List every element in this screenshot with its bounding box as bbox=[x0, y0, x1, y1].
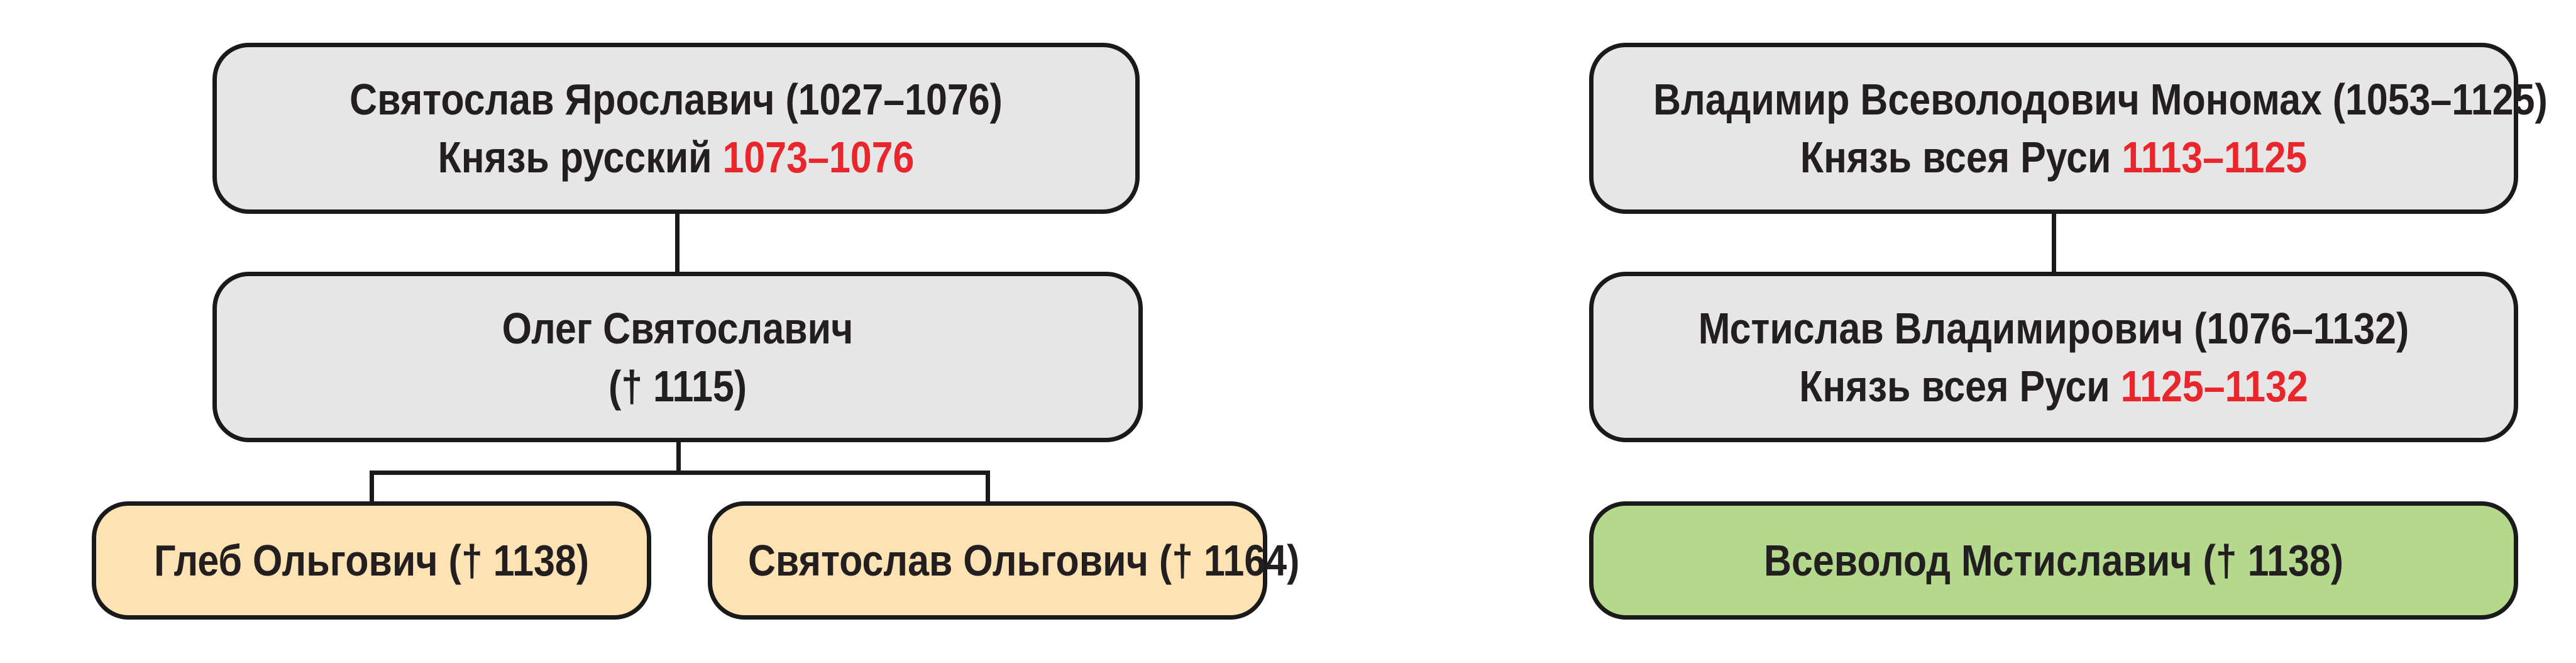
name-text: Святослав Ярославич (1027–1076) bbox=[350, 75, 1003, 124]
connector-svyatoslav-to-oleg bbox=[675, 214, 680, 272]
person-name-and-years: Глеб Ольгович († 1138) bbox=[132, 532, 611, 589]
title-text: Князь всея Руси bbox=[1799, 361, 2121, 411]
person-name-and-years: Владимир Всеволодович Мономах (1053–1125… bbox=[1653, 70, 2548, 128]
name-text: Святослав Ольгович († 1164) bbox=[747, 536, 1300, 585]
person-name-and-years: Олег Святославич bbox=[277, 299, 1078, 357]
node-vladimir-monomakh: Владимир Всеволодович Мономах (1053–1125… bbox=[1589, 43, 2548, 214]
title-text: Князь русский bbox=[438, 133, 723, 182]
connector-vladimir-to-mstislav bbox=[2052, 214, 2056, 272]
person-name-and-years: Всеволод Мстиславич († 1138) bbox=[1653, 532, 2454, 589]
node-oleg-svyatoslavich: Олег Святославич († 1115) bbox=[212, 272, 1143, 442]
person-name-and-years: Святослав Ярославич (1027–1076) bbox=[277, 70, 1076, 128]
person-name-and-years: Мстислав Владимирович (1076–1132) bbox=[1653, 299, 2454, 357]
node-svyatoslav-olgovich: Святослав Ольгович († 1164) bbox=[708, 501, 1299, 620]
node-svyatoslav-yaroslavich: Святослав Ярославич (1027–1076) Князь ру… bbox=[212, 43, 1140, 214]
node-gleb-olgovich: Глеб Ольгович († 1138) bbox=[92, 501, 651, 620]
title-text: Князь всея Руси bbox=[1800, 133, 2122, 182]
name-text: Глеб Ольгович († 1138) bbox=[153, 536, 590, 585]
person-title-and-reign: Князь русский 1073–1076 bbox=[277, 128, 1076, 186]
node-mstislav-vladimirovich: Мстислав Владимирович (1076–1132) Князь … bbox=[1589, 272, 2518, 442]
connector-oleg-branch-stem bbox=[676, 442, 681, 475]
death-year-text: († 1115) bbox=[608, 361, 747, 411]
person-name-and-years: Святослав Ольгович († 1164) bbox=[748, 532, 1299, 589]
name-text: Всеволод Мстиславич († 1138) bbox=[1763, 536, 2344, 585]
name-text: Владимир Всеволодович Мономах (1053–1125… bbox=[1653, 75, 2548, 124]
connector-branch-right-drop bbox=[986, 473, 990, 501]
reign-years: 1073–1076 bbox=[722, 133, 915, 182]
name-text: Олег Святославич bbox=[502, 303, 854, 353]
person-title-and-reign: Князь всея Руси 1125–1132 bbox=[1653, 357, 2454, 415]
reign-years: 1113–1125 bbox=[2122, 133, 2308, 182]
person-title-and-reign: Князь всея Руси 1113–1125 bbox=[1653, 128, 2454, 186]
connector-branch-horizontal bbox=[370, 471, 990, 475]
name-text: Мстислав Владимирович (1076–1132) bbox=[1698, 303, 2409, 353]
person-death-year: († 1115) bbox=[277, 357, 1078, 415]
node-vsevolod-mstislavich: Всеволод Мстиславич († 1138) bbox=[1589, 501, 2518, 620]
reign-years: 1125–1132 bbox=[2120, 361, 2308, 411]
connector-branch-left-drop bbox=[370, 473, 374, 501]
